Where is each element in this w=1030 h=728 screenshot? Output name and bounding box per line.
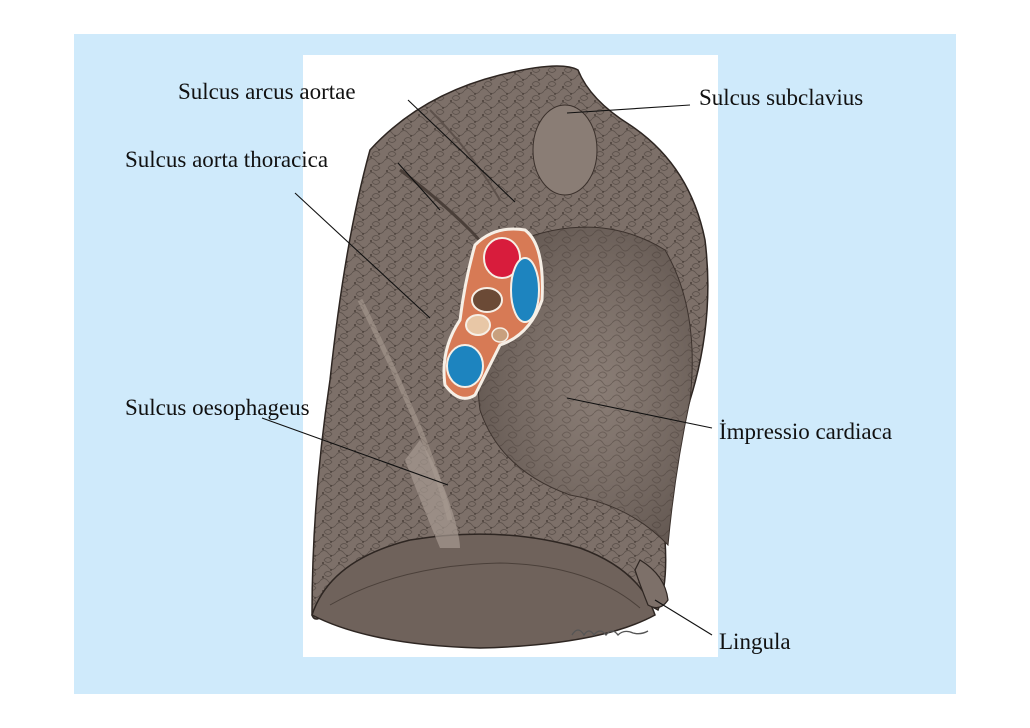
- label-sulcus-oesophageus: Sulcus oesophageus: [125, 395, 310, 420]
- artist-signature-icon: [571, 629, 649, 637]
- pulmonary-vein-upper: [510, 257, 540, 323]
- label-impressio-cardiaca: İmpressio cardiaca: [719, 419, 893, 444]
- label-lingula: Lingula: [719, 629, 791, 654]
- leader-aorta-thoracica: [294, 192, 431, 319]
- label-sulcus-aorta-thoracica: Sulcus aorta thoracica: [125, 147, 329, 172]
- bronchus-lower: [465, 314, 491, 336]
- label-sulcus-arcus-aortae: Sulcus arcus aortae: [178, 79, 356, 104]
- leader-lingula: [654, 599, 713, 636]
- subclavian-groove: [532, 104, 598, 196]
- leader-oesophageus: [261, 417, 449, 486]
- pulmonary-artery: [483, 237, 521, 279]
- pulmonary-vein-lower: [446, 344, 484, 388]
- leader-aorta-thoracica-2: [397, 162, 441, 211]
- lingula: [634, 559, 669, 609]
- oesophageal-groove: [405, 440, 460, 548]
- leader-subclavius: [566, 104, 691, 114]
- bronchus: [471, 287, 503, 313]
- leader-arcus-aortae: [407, 99, 516, 203]
- diaphragmatic-surface: [311, 533, 656, 649]
- lymph-node: [491, 327, 509, 343]
- leader-impressio: [566, 397, 713, 429]
- label-sulcus-subclavius: Sulcus subclavius: [699, 85, 864, 110]
